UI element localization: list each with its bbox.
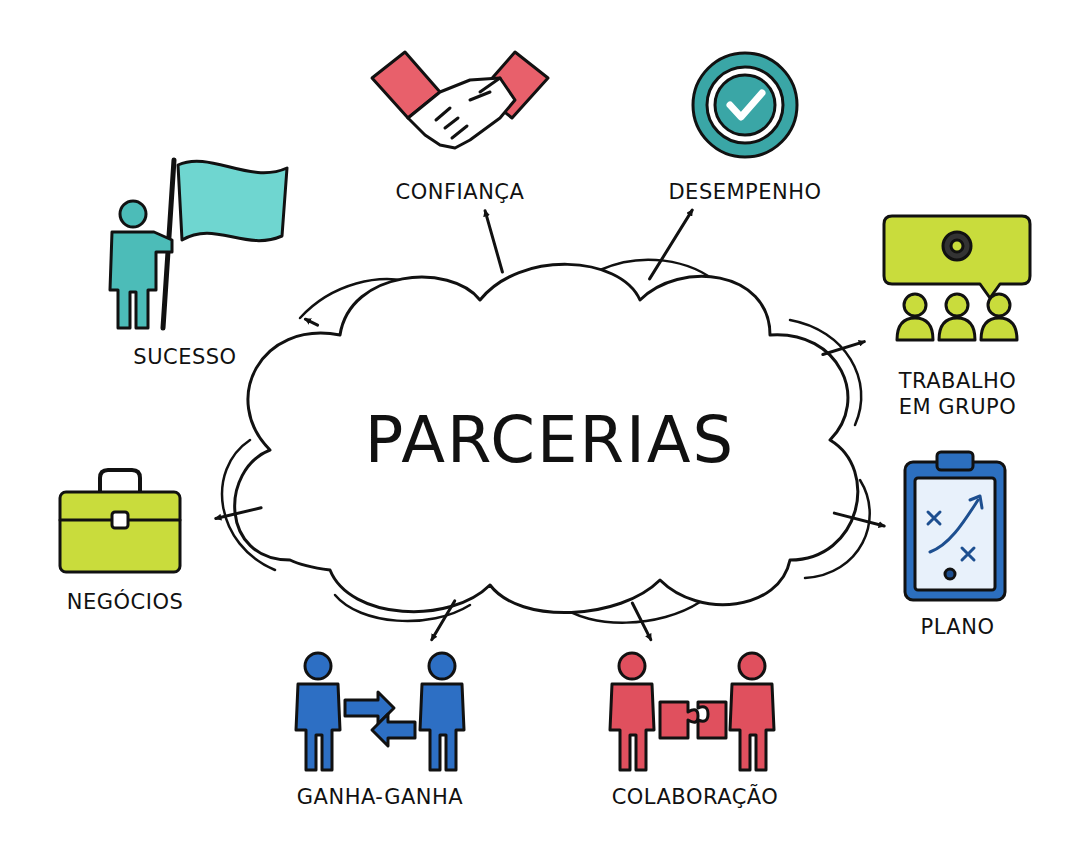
team-icon — [884, 216, 1030, 340]
concept-label: TRABALHO EM GRUPO — [881, 368, 1035, 421]
concept-node: COLABORAÇÃO — [585, 645, 805, 810]
arrow-connector — [650, 210, 693, 279]
arrow-connector — [485, 211, 502, 272]
concept-label: GANHA-GANHA — [295, 784, 465, 810]
concept-label: CONFIANÇA — [394, 179, 527, 205]
check-badge-icon — [693, 53, 797, 157]
arrow-connector — [216, 508, 261, 519]
concept-node: GANHA-GANHA — [270, 645, 490, 810]
clipboard-icon — [905, 452, 1005, 600]
win-win-icon — [296, 653, 464, 770]
concept-node: DESEMPENHO — [650, 45, 840, 205]
concept-label: PLANO — [919, 614, 997, 640]
briefcase-icon — [60, 470, 180, 572]
cloud-node: PARCERIAS — [230, 262, 870, 617]
cloud-shape — [235, 264, 858, 612]
arrow-connector — [305, 319, 317, 325]
concept-label: SUCESSO — [131, 344, 238, 370]
arrow-connector — [823, 342, 865, 355]
arrow-connector — [432, 601, 455, 640]
concept-node: SUCESSO — [70, 150, 300, 370]
concept-node: CONFIANÇA — [360, 40, 560, 205]
concept-node: NEGÓCIOS — [40, 465, 210, 615]
flag-person-icon — [110, 160, 287, 328]
concept-label: NEGÓCIOS — [65, 589, 186, 615]
collaboration-icon — [610, 653, 774, 770]
concept-label: COLABORAÇÃO — [610, 784, 781, 810]
concept-node: TRABALHO EM GRUPO — [870, 205, 1045, 420]
arrow-connector — [834, 513, 884, 526]
central-title: PARCERIAS — [365, 403, 735, 477]
concept-node: PLANO — [890, 450, 1025, 640]
arrow-connector — [632, 603, 651, 640]
concept-label: DESEMPENHO — [666, 179, 823, 205]
handshake-icon — [372, 52, 548, 148]
